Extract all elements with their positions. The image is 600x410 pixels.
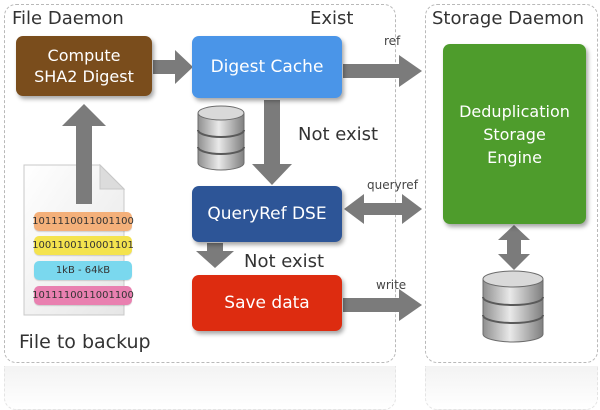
arrow-cache-to-queryref: [252, 100, 292, 185]
queryref-dse-box: QueryRef DSE: [192, 186, 342, 242]
ref-label: ref: [384, 34, 401, 48]
exist-label: Exist: [310, 8, 354, 29]
deduplication-storage-engine-box: Deduplication Storage Engine: [443, 44, 586, 224]
database-icon: [197, 105, 245, 171]
file-caption: File to backup: [19, 331, 151, 353]
queryref-label: queryref: [367, 178, 418, 192]
compute-digest-box: Compute SHA2 Digest: [16, 36, 152, 96]
file-daemon-panel-reflection: [4, 366, 396, 410]
file-strip: 1011110011001100: [32, 286, 134, 305]
arrow-save-to-storage: [343, 289, 422, 321]
write-label: write: [376, 278, 407, 292]
file-strip: 1001100110001101: [32, 236, 134, 255]
arrow-file-to-compute: [62, 104, 106, 204]
storage-daemon-title: Storage Daemon: [432, 8, 585, 29]
storage-daemon-panel-reflection: [425, 366, 598, 410]
digest-cache-box: Digest Cache: [192, 36, 342, 98]
database-icon: [482, 270, 544, 343]
arrow-engine-database: [498, 225, 530, 270]
arrow-queryref-storage: [344, 194, 422, 224]
not-exist-label: Not exist: [244, 251, 325, 272]
file-strip: 1kB - 64kB: [34, 261, 132, 280]
arrow-compute-to-cache: [153, 50, 193, 84]
file-daemon-title: File Daemon: [12, 8, 124, 29]
not-exist-label: Not exist: [298, 124, 379, 145]
arrow-queryref-to-save: [196, 243, 234, 268]
save-data-box: Save data: [192, 275, 342, 331]
file-strip: 1011110011001100: [32, 212, 134, 231]
arrow-cache-to-storage: [343, 55, 422, 87]
